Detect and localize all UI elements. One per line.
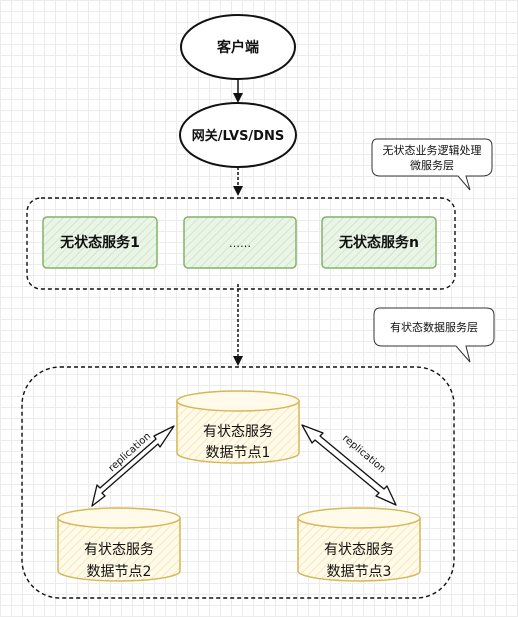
stateful-layer-container	[21, 366, 455, 599]
data-node-1-line2: 数据节点1	[206, 445, 271, 461]
replication-arrow-left: replication	[91, 425, 175, 507]
data-node-2-line2: 数据节点2	[87, 564, 152, 580]
stateless-service-1-label: 无状态服务1	[59, 234, 140, 251]
callout-stateful-layer: 有状态数据服务层	[373, 307, 495, 363]
stateless-service-n-label: 无状态服务n	[338, 234, 419, 251]
stateless-service-ellipsis: ……	[183, 216, 297, 269]
stateless-layer-container	[26, 197, 456, 290]
data-node-1-line1: 有状态服务	[203, 424, 273, 440]
replication-arrow-right: replication	[301, 424, 397, 506]
gateway-node: 网关/LVS/DNS	[179, 102, 297, 168]
stateless-service-ellipsis-label: ……	[229, 237, 251, 250]
replication-right-label: replication	[340, 433, 387, 475]
callout-stateless-layer: 无状态业务逻辑处理 微服务层	[371, 138, 493, 191]
gateway-label: 网关/LVS/DNS	[192, 128, 284, 144]
client-label: 客户端	[216, 39, 259, 56]
callout-stateless-line2: 微服务层	[410, 158, 454, 172]
data-node-1: 有状态服务 数据节点1	[176, 390, 300, 464]
data-node-3-line1: 有状态服务	[324, 542, 394, 558]
callout-stateless-line1: 无状态业务逻辑处理	[383, 143, 482, 157]
data-node-3-line2: 数据节点3	[327, 564, 392, 580]
data-node-2: 有状态服务 数据节点2	[57, 507, 181, 582]
stateless-service-n: 无状态服务n	[321, 216, 437, 269]
data-node-2-line1: 有状态服务	[84, 542, 154, 558]
callout-stateful-label: 有状态数据服务层	[390, 320, 478, 334]
stateless-service-1: 无状态服务1	[42, 216, 158, 269]
client-node: 客户端	[180, 14, 296, 80]
data-node-3: 有状态服务 数据节点3	[297, 507, 421, 582]
